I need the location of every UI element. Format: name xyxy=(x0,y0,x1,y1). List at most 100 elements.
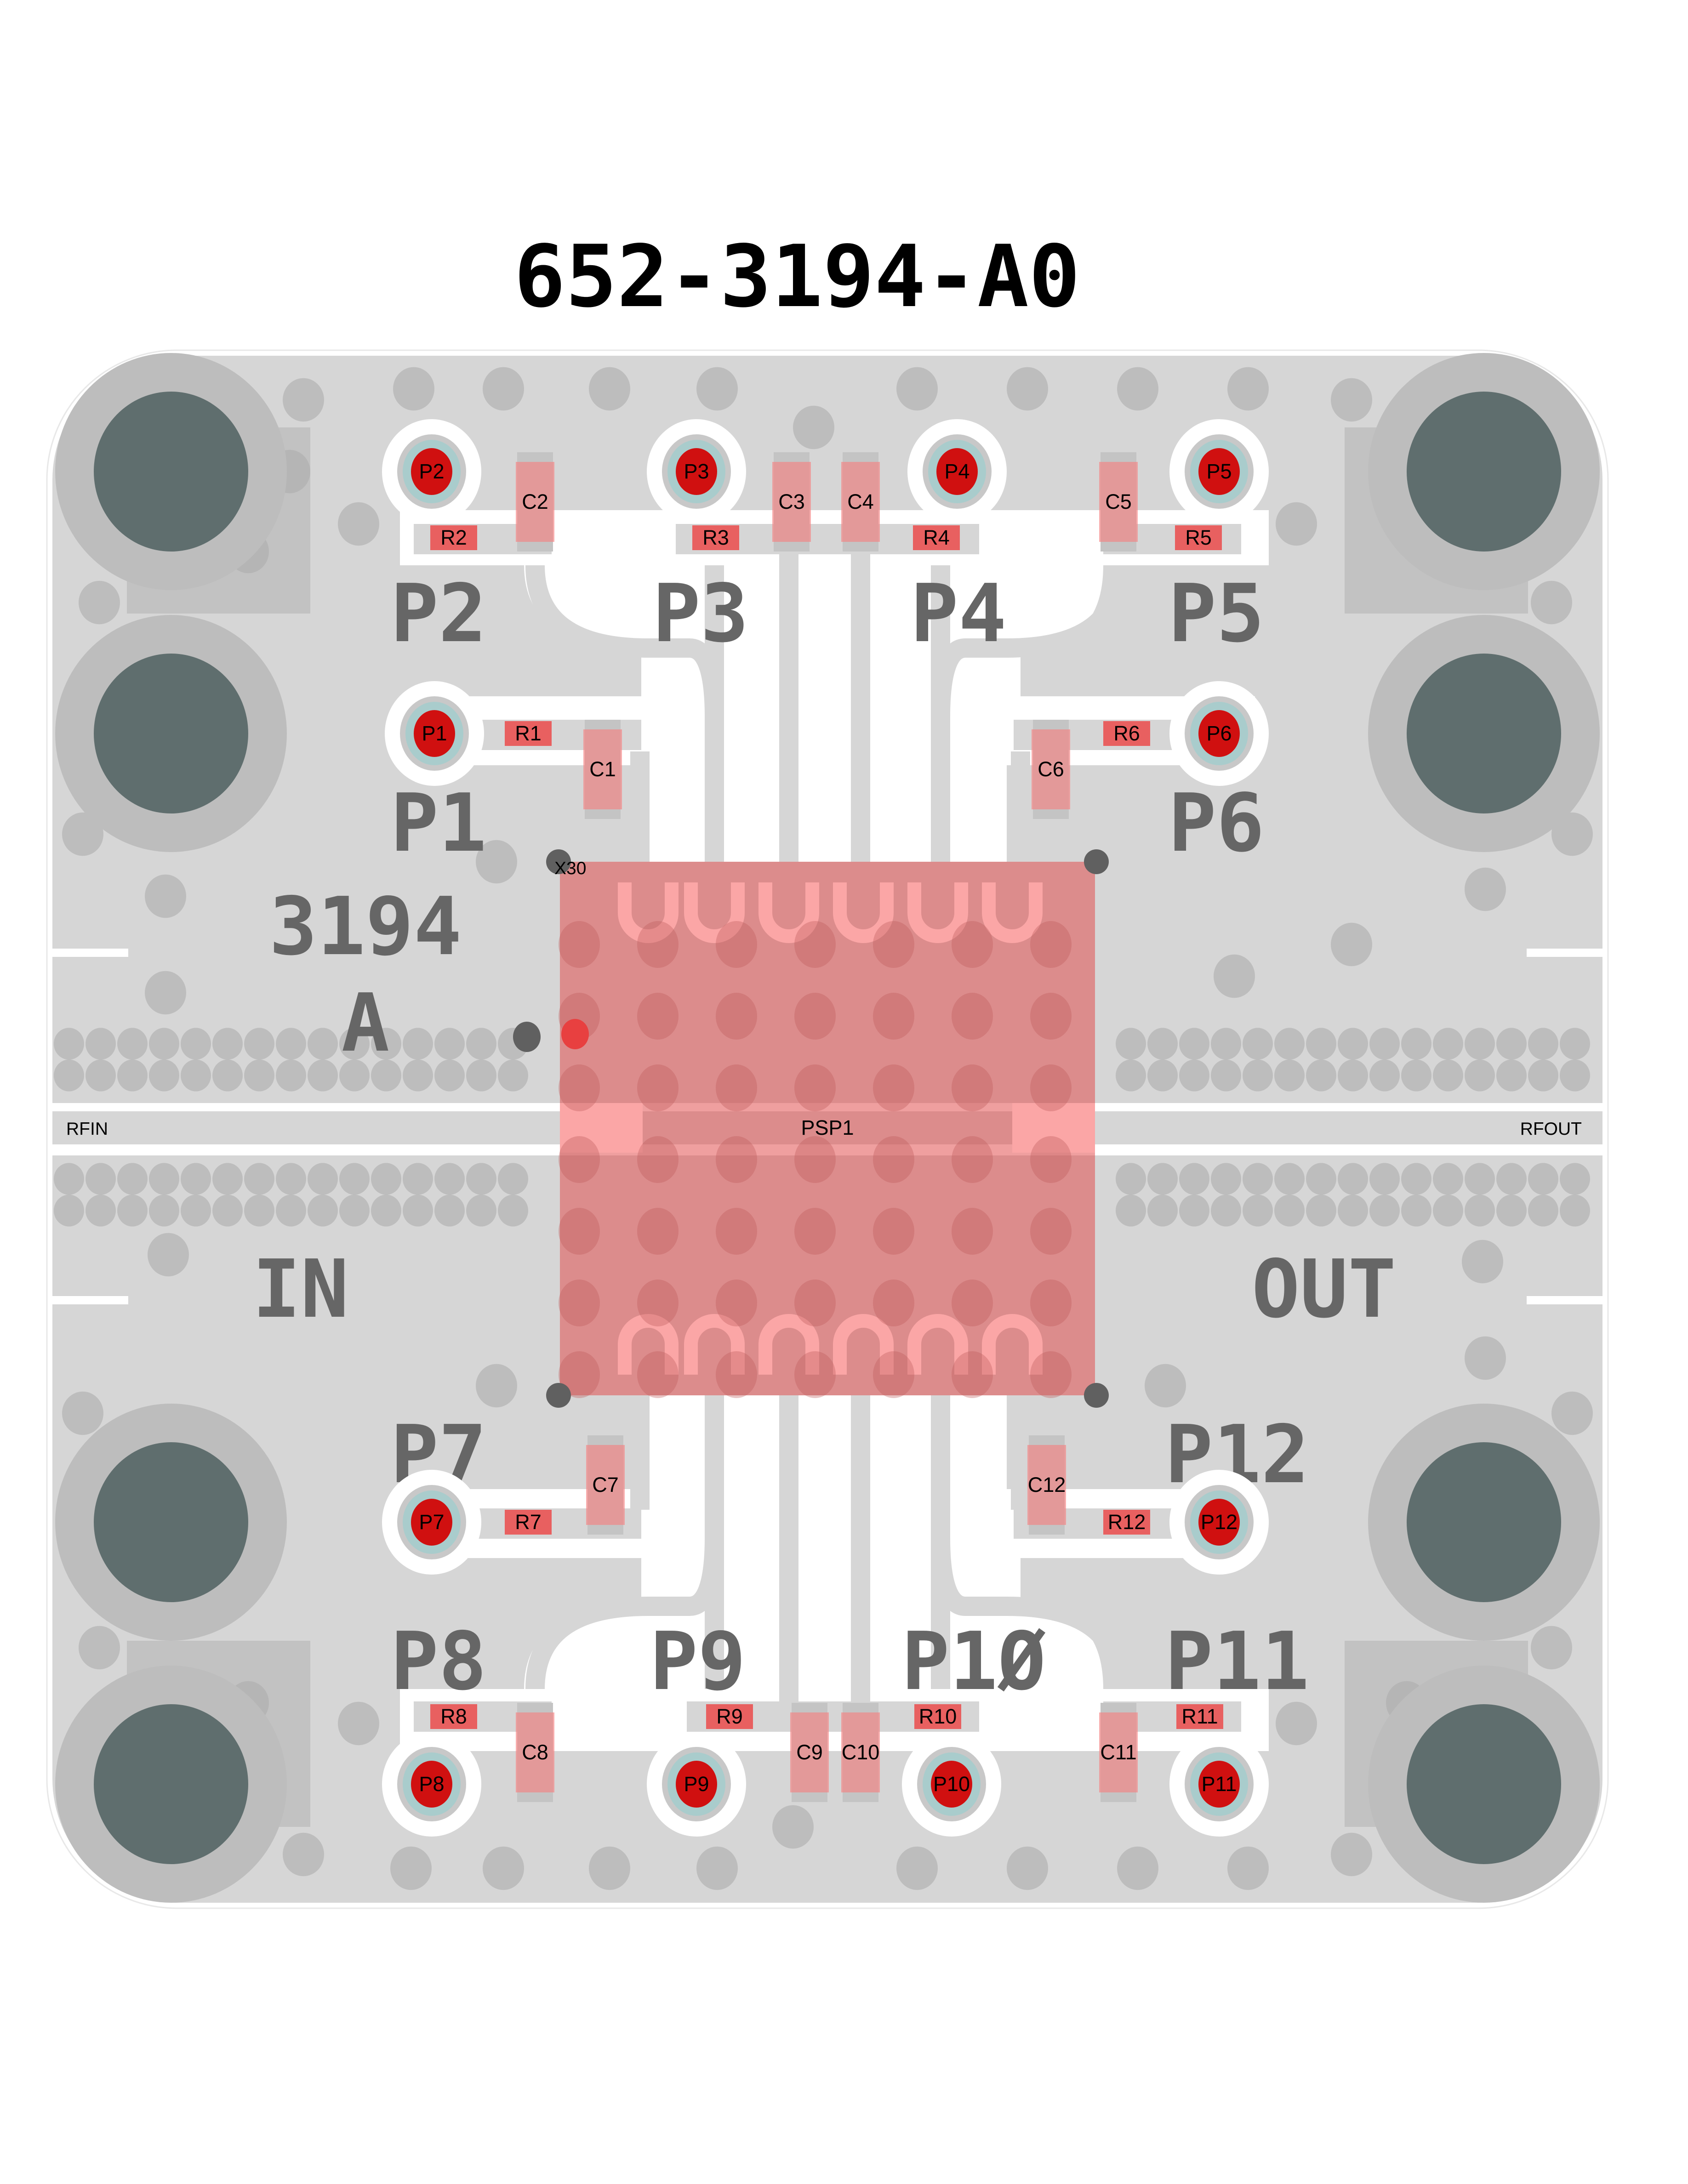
via xyxy=(1433,1163,1463,1195)
resistor-r6[interactable]: R6 xyxy=(1103,721,1150,746)
resistor-r12[interactable]: R12 xyxy=(1103,1510,1150,1535)
via xyxy=(62,812,103,856)
resistor-r2[interactable]: R2 xyxy=(430,525,477,550)
capacitor-c6[interactable]: C6 xyxy=(1032,720,1070,819)
via xyxy=(589,1846,630,1890)
via xyxy=(1560,1059,1590,1092)
rf-pad xyxy=(1012,1103,1095,1153)
resistor-r1[interactable]: R1 xyxy=(505,721,552,746)
via xyxy=(181,1163,211,1195)
resistor-r10[interactable]: R10 xyxy=(914,1704,961,1729)
via xyxy=(1274,1194,1305,1227)
resistor-label: R2 xyxy=(440,526,467,549)
corner-mark xyxy=(546,849,571,874)
capacitor-c12[interactable]: C12 xyxy=(1027,1435,1066,1535)
chip-finger xyxy=(618,1314,679,1375)
chip-via xyxy=(873,1280,914,1326)
chip-via xyxy=(1030,1208,1072,1255)
port-pad-p3[interactable]: P3 xyxy=(647,419,746,524)
resistor-label: R12 xyxy=(1108,1510,1146,1534)
capacitor-c10[interactable]: C10 xyxy=(841,1703,880,1802)
capacitor-c1[interactable]: C1 xyxy=(583,720,622,819)
via xyxy=(276,1194,306,1227)
chip-via xyxy=(952,1351,993,1398)
capacitor-c7[interactable]: C7 xyxy=(586,1435,625,1535)
via xyxy=(1274,1059,1305,1092)
capacitor-c9[interactable]: C9 xyxy=(790,1703,829,1802)
capacitor-label: C7 xyxy=(592,1473,619,1496)
via xyxy=(1117,1846,1158,1890)
port-pad-p9[interactable]: P9 xyxy=(647,1732,746,1837)
port-pad-p1[interactable]: P1 xyxy=(385,681,484,786)
pad-label: P11 xyxy=(1202,1772,1237,1796)
capacitor-label: C4 xyxy=(847,490,874,513)
top-clearance xyxy=(400,510,1269,862)
via xyxy=(1243,1194,1273,1227)
via xyxy=(403,1163,433,1195)
via xyxy=(244,1163,274,1195)
via xyxy=(1116,1059,1146,1092)
chip-psp1[interactable]: PSP1 X30 xyxy=(513,849,1109,1408)
via xyxy=(1274,1163,1305,1195)
via xyxy=(1560,1028,1590,1060)
clearance-slot xyxy=(1527,1296,1602,1304)
capacitor-c4[interactable]: C4 xyxy=(841,452,880,552)
port-pad-p12[interactable]: P12 xyxy=(1169,1470,1269,1575)
via xyxy=(1531,580,1572,625)
resistor-r8[interactable]: R8 xyxy=(430,1704,477,1729)
bias-trace xyxy=(525,565,724,717)
clearance-slot xyxy=(52,1296,128,1304)
chip-body[interactable] xyxy=(560,862,1095,1395)
bias-trace xyxy=(525,1537,724,1689)
via xyxy=(434,1194,465,1227)
capacitor-c3[interactable]: C3 xyxy=(772,452,811,552)
via xyxy=(1433,1028,1463,1060)
via xyxy=(1243,1059,1273,1092)
port-pad-p10[interactable]: P10 xyxy=(902,1732,1001,1837)
pad-label: P4 xyxy=(944,460,969,483)
port-pad-p11[interactable]: P11 xyxy=(1169,1732,1269,1837)
chip-via xyxy=(716,1136,757,1183)
via xyxy=(371,1028,401,1060)
chip-via xyxy=(794,1280,836,1326)
via xyxy=(1306,1028,1336,1060)
capacitor-c5[interactable]: C5 xyxy=(1099,452,1138,552)
via xyxy=(79,1626,120,1670)
via xyxy=(244,1059,274,1092)
rfout-label: RFOUT xyxy=(1520,1119,1582,1139)
port-pad-p6[interactable]: P6 xyxy=(1169,681,1269,786)
port-pad-p2[interactable]: P2 xyxy=(382,419,481,524)
resistor-label: R1 xyxy=(515,722,542,745)
chip-via xyxy=(716,1280,757,1326)
via xyxy=(1401,1059,1431,1092)
port-pad-p5[interactable]: P5 xyxy=(1169,419,1269,524)
via xyxy=(466,1163,496,1195)
port-pad-p4[interactable]: P4 xyxy=(907,419,1007,524)
via xyxy=(212,1059,243,1092)
via xyxy=(1147,1028,1178,1060)
resistor-r5[interactable]: R5 xyxy=(1175,525,1222,550)
via xyxy=(466,1194,496,1227)
resistor-r7[interactable]: R7 xyxy=(505,1510,552,1535)
capacitor-c2[interactable]: C2 xyxy=(516,452,554,552)
chip-via xyxy=(873,993,914,1040)
mounting-hole xyxy=(1368,615,1600,852)
chip-finger xyxy=(618,882,679,943)
via xyxy=(696,367,738,411)
chip-via xyxy=(637,1280,679,1326)
via xyxy=(896,367,938,411)
via xyxy=(181,1028,211,1060)
port-pad-p8[interactable]: P8 xyxy=(382,1732,481,1837)
via xyxy=(148,1233,189,1277)
resistor-r3[interactable]: R3 xyxy=(692,525,739,550)
port-pad-p7[interactable]: P7 xyxy=(382,1470,481,1575)
chip-via xyxy=(637,1208,679,1255)
capacitor-c8[interactable]: C8 xyxy=(516,1703,554,1802)
via xyxy=(1211,1163,1241,1195)
via xyxy=(434,1059,465,1092)
resistor-r9[interactable]: R9 xyxy=(706,1704,753,1729)
via xyxy=(276,1059,306,1092)
capacitor-c11[interactable]: C11 xyxy=(1099,1703,1138,1802)
resistor-r4[interactable]: R4 xyxy=(913,525,960,550)
resistor-r11[interactable]: R11 xyxy=(1176,1704,1223,1729)
